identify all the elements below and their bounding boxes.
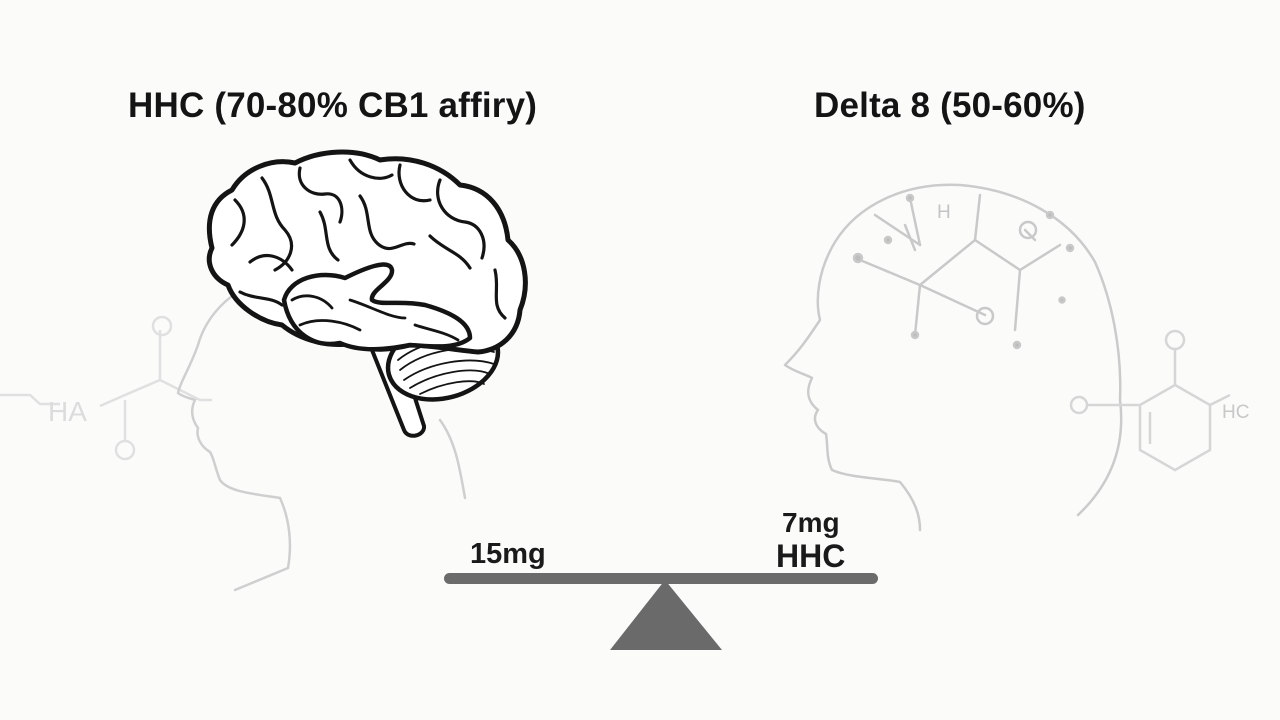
right-head-silhouette-icon — [783, 183, 1123, 532]
scale-beam — [444, 573, 878, 584]
left-molecule-icon: HA — [0, 315, 212, 461]
balance-scale-icon — [444, 573, 878, 650]
brain-icon — [206, 149, 528, 438]
right-head-molecule-icon: H — [852, 193, 1075, 350]
left-title: HHC (70-80% CB1 affiry) — [128, 86, 538, 125]
right-head-molecule-label: H — [937, 202, 951, 223]
left-molecule-label: HA — [48, 396, 87, 427]
left-weight-label: 15mg — [470, 538, 546, 570]
right-molecule-icon: HC — [1069, 329, 1249, 472]
scale-fulcrum — [610, 580, 722, 650]
right-molecule-label: HC — [1222, 402, 1249, 423]
left-neck-line — [438, 418, 467, 500]
left-head-silhouette-icon — [176, 290, 292, 592]
right-substance-label: HHC — [776, 538, 846, 574]
right-weight-label: 7mg — [782, 507, 840, 538]
right-title: Delta 8 (50-60%) — [814, 86, 1086, 125]
